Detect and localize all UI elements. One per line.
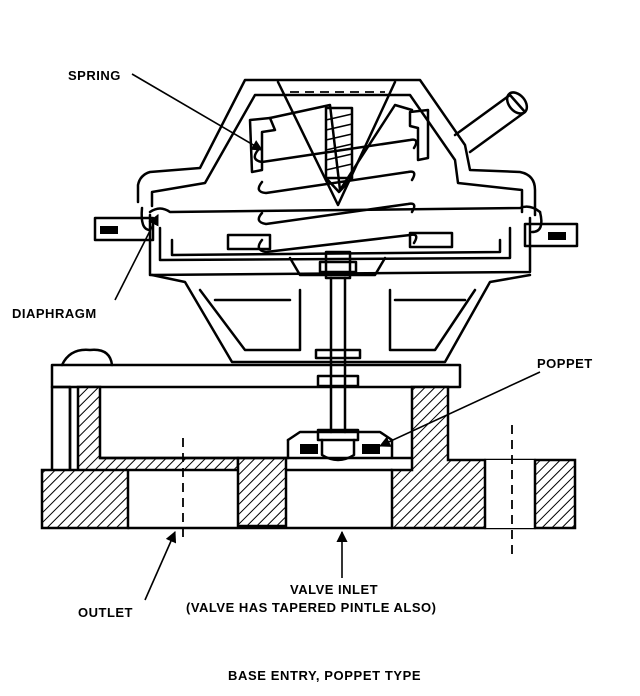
upper-housing: [93, 78, 579, 248]
label-diaphragm: DIAPHRAGM: [12, 306, 97, 321]
diaphragm-assembly: [140, 205, 543, 277]
lower-housing: [150, 273, 532, 364]
label-valve-inlet: VALVE INLET: [290, 582, 378, 597]
label-outlet: OUTLET: [78, 605, 133, 620]
leader-lines: [114, 73, 541, 601]
base-plate: [50, 348, 462, 474]
label-valve-inlet-note: (VALVE HAS TAPERED PINTLE ALSO): [186, 600, 436, 615]
valve-body: [40, 385, 577, 530]
label-poppet: POPPET: [537, 356, 593, 371]
label-spring: SPRING: [68, 68, 121, 83]
valve-stem: [314, 250, 362, 434]
centerlines: [182, 425, 513, 560]
figure-caption: BASE ENTRY, POPPET TYPE: [228, 668, 421, 683]
spring-coils: [253, 138, 418, 254]
poppet-seat: [286, 428, 394, 462]
